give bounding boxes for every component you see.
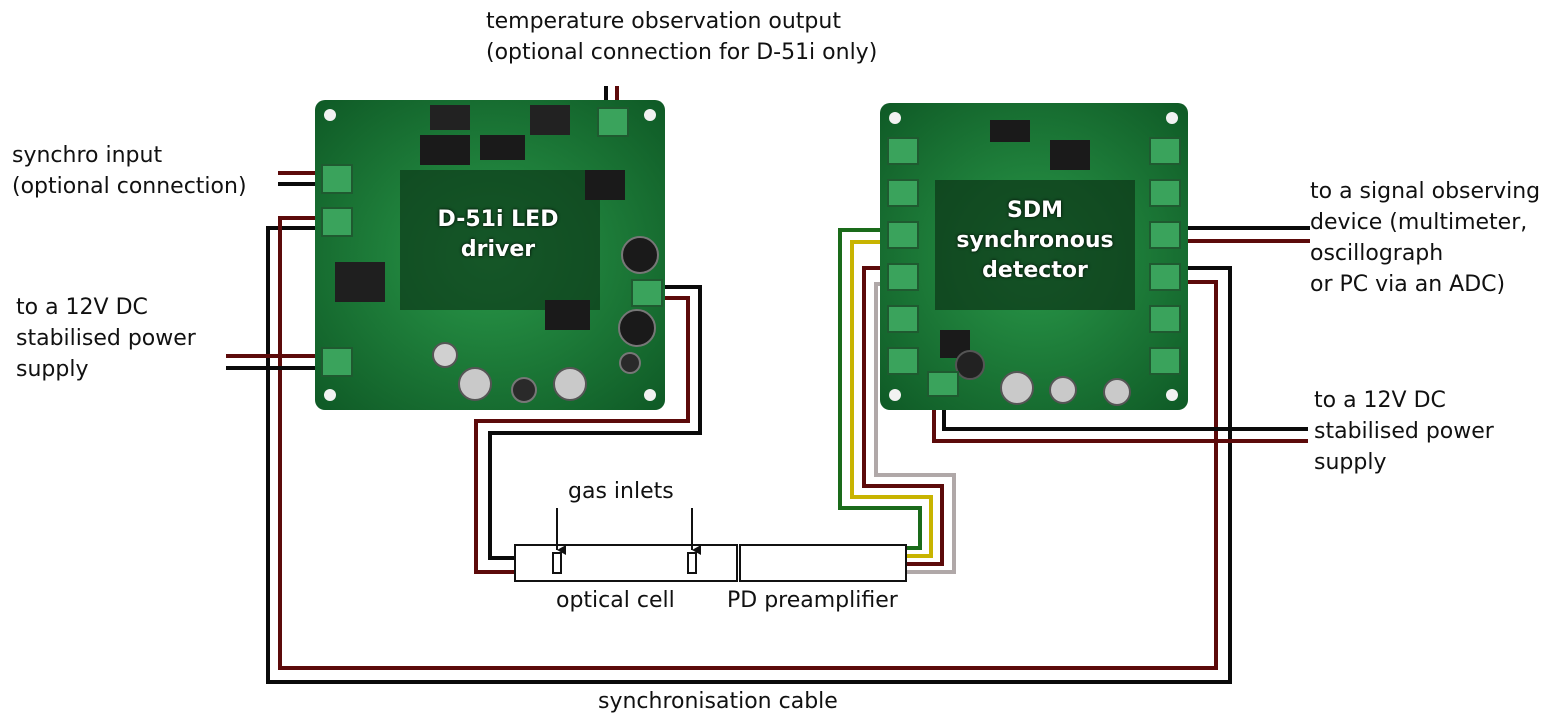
sync-cable-black: [266, 226, 1232, 684]
gas-inlet-right: [687, 552, 697, 574]
pd-wire-red: [862, 266, 944, 566]
pd-wire-yellow: [850, 240, 933, 558]
sync-cable-red: [278, 216, 1218, 670]
led-cable-red: [474, 296, 690, 574]
optical-cell-label: optical cell: [556, 588, 675, 613]
optical-cell-box: [514, 544, 738, 582]
led-driver-title: D-51i LED driver: [437, 207, 559, 262]
pd-wire-green: [838, 228, 922, 550]
gas-inlet-left: [552, 552, 562, 574]
sync-cable-label: synchronisation cable: [598, 689, 838, 714]
led-driver-board: [315, 100, 665, 410]
power-right-label: to a 12V DC stabilised power supply: [1314, 388, 1494, 475]
temperature-output-label: temperature observation output (optional…: [486, 9, 878, 65]
synchro-input-label: synchro input (optional connection): [12, 143, 247, 199]
gas-inlets-label: gas inlets: [568, 479, 674, 504]
pd-preamplifier-box: [739, 544, 907, 582]
sdm-board: [880, 103, 1188, 410]
pd-preamplifier-label: PD preamplifier: [727, 588, 898, 613]
power-left-label: to a 12V DC stabilised power supply: [16, 295, 196, 382]
pd-wire-grey: [874, 282, 956, 574]
signal-device-label: to a signal observing device (multimeter…: [1310, 179, 1541, 297]
sdm-title: SDM synchronous detector: [956, 198, 1114, 283]
led-cable-black: [488, 285, 702, 560]
